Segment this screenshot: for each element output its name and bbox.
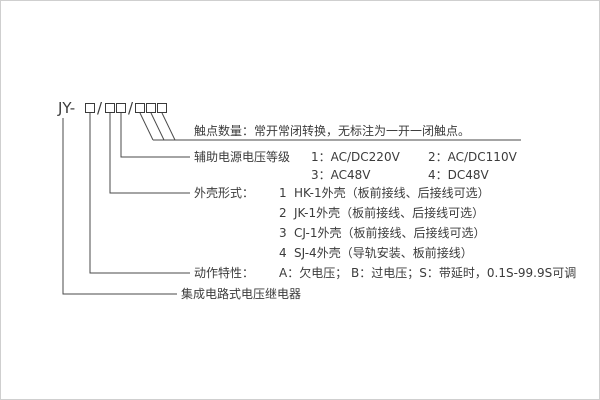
case-option-num-3: 3	[279, 226, 287, 240]
leader-aux-line	[120, 113, 190, 158]
case-option-desc-3: CJ-1外壳（板前接线、后接线可选）	[294, 226, 486, 240]
leader-contact-diagonal-3	[161, 112, 176, 141]
aux-voltage-option-1: 1：AC/DC220V	[311, 150, 400, 164]
leader-action-line	[89, 113, 190, 274]
case-option-desc-2: JK-1外壳（板前接线、后接线可选）	[294, 206, 485, 220]
case-option-num-2: 2	[279, 206, 287, 220]
aux-voltage-box	[116, 103, 126, 113]
case-form-box	[105, 103, 115, 113]
aux-voltage-option-3: 3：AC48V	[311, 168, 371, 182]
case-option-num-4: 4	[279, 246, 287, 260]
model-code-prefix: JY-	[58, 99, 76, 117]
leader-contact-diagonal-1	[139, 112, 154, 141]
case-option-desc-4: SJ-4外壳（导轨安装、板前接线）	[294, 246, 473, 260]
leader-contact-diagonal-2	[150, 112, 165, 141]
contact-box-1	[135, 103, 145, 113]
model-code-slash-1: /	[97, 99, 103, 117]
action-characteristic-desc: A：欠电压； B：过电压；S：带延时，0.1S-99.9S可调	[279, 266, 577, 280]
contact-box-3	[157, 103, 167, 113]
action-characteristic-box	[85, 103, 95, 113]
aux-voltage-option-4: 4：DC48V	[428, 168, 489, 182]
case-option-num-1: 1	[279, 186, 287, 200]
aux-voltage-option-2: 2：AC/DC110V	[428, 150, 517, 164]
action-characteristic-title: 动作特性：	[194, 266, 255, 280]
leader-case-line	[109, 113, 190, 194]
contact-box-2	[146, 103, 156, 113]
model-code-slash-2: /	[128, 99, 134, 117]
product-name-label: 集成电路式电压继电器	[181, 287, 302, 301]
contact-quantity-label: 触点数量：常开常闭转换，无标注为一开一闭触点。	[194, 124, 471, 138]
case-option-desc-1: HK-1外壳（板前接线、后接线可选）	[294, 186, 490, 200]
leader-product-line	[62, 118, 177, 295]
case-form-title: 外壳形式：	[194, 186, 255, 200]
aux-voltage-title: 辅助电源电压等级	[194, 150, 291, 164]
